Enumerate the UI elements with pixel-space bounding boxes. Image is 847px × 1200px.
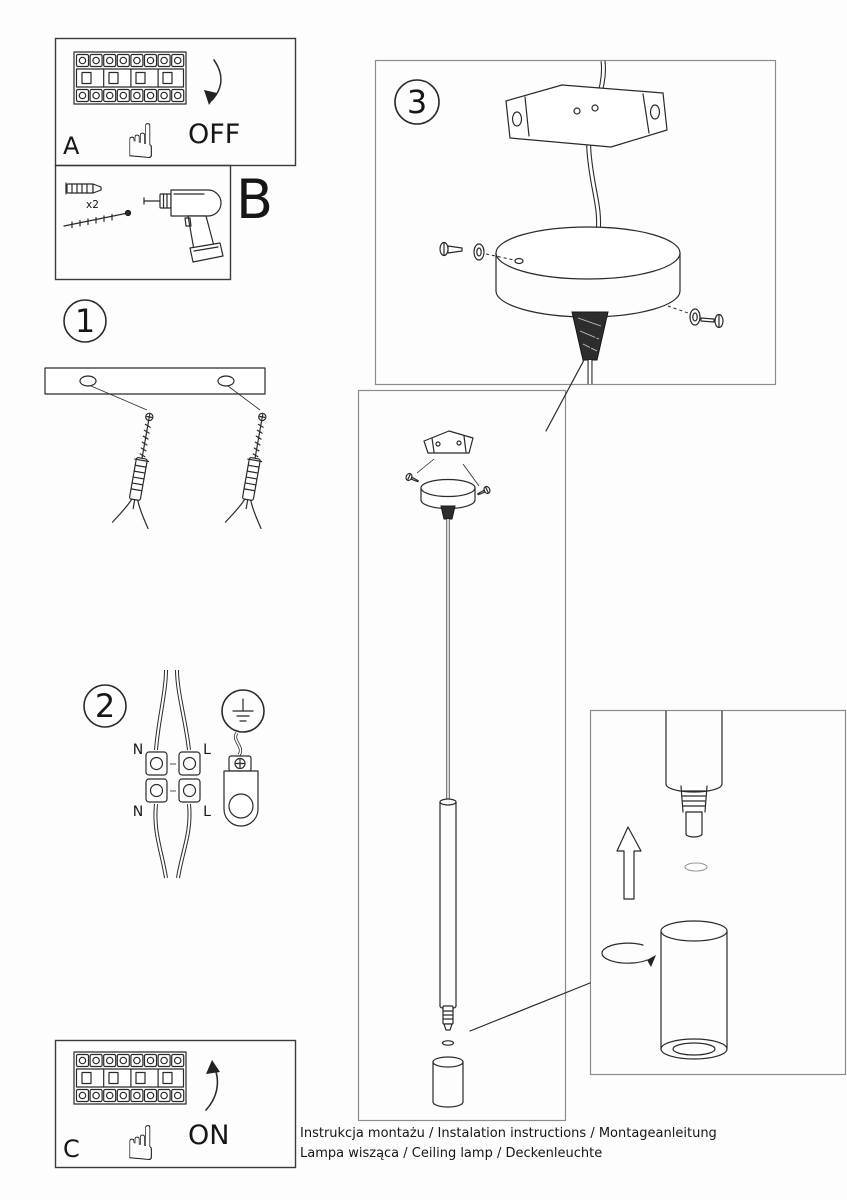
off-label: OFF bbox=[188, 119, 240, 150]
callout-line-canopy bbox=[545, 316, 608, 432]
footer: Instrukcja montażu / Instalation instruc… bbox=[300, 1126, 717, 1161]
canopy-mini-illustration bbox=[420, 478, 476, 520]
ring-detail-illustration bbox=[684, 862, 708, 872]
retaining-ring-illustration bbox=[441, 1040, 455, 1046]
right-screw-washer-illustration bbox=[667, 305, 724, 329]
up-arrow-icon bbox=[616, 826, 642, 900]
quantity-label: x2 bbox=[86, 199, 99, 211]
panel-b-border bbox=[54, 164, 232, 281]
left-screw-washer-illustration bbox=[439, 241, 515, 261]
on-arrow-icon bbox=[205, 1060, 220, 1111]
hand-icon: ☝ bbox=[126, 1116, 155, 1172]
terminal-label-n-bottom: N bbox=[133, 804, 143, 820]
supply-wires-illustration bbox=[154, 669, 191, 751]
step-2: 2 N L N L bbox=[83, 669, 265, 879]
wall-anchor-illustration bbox=[224, 409, 282, 529]
terminal-block-illustration bbox=[145, 751, 201, 803]
step-3-border bbox=[374, 59, 777, 386]
off-arrow-icon bbox=[204, 59, 222, 105]
step-3: 3 bbox=[374, 59, 777, 386]
step-3-badge: 3 bbox=[394, 79, 440, 125]
mounting-bracket-illustration bbox=[505, 84, 668, 148]
step-2-badge: 2 bbox=[83, 684, 127, 728]
strain-relief-cone-illustration bbox=[571, 311, 609, 384]
callout-line-shade bbox=[469, 982, 591, 1032]
small-screw-illustration bbox=[475, 484, 492, 499]
panel-b-label: B bbox=[236, 168, 273, 231]
canopy-illustration bbox=[495, 226, 681, 318]
panel-a: ☝ OFF A bbox=[54, 37, 297, 170]
earth-terminal-illustration bbox=[223, 731, 259, 827]
terminal-label-n-top: N bbox=[133, 742, 143, 758]
terminal-label-l-top: L bbox=[203, 742, 211, 758]
earth-symbol-icon bbox=[221, 689, 265, 733]
pendant-tube-illustration bbox=[439, 798, 457, 1031]
detail-border bbox=[589, 709, 847, 1076]
panel-b: x2 B bbox=[54, 164, 273, 281]
panel-c: ☝ ON C bbox=[54, 1039, 297, 1172]
lamp-wires-illustration bbox=[153, 803, 192, 879]
panel-c-border bbox=[54, 1039, 297, 1169]
step-1-number: 1 bbox=[75, 302, 95, 340]
step-2-number: 2 bbox=[95, 687, 115, 725]
footer-line-1: Instrukcja montażu / Instalation instruc… bbox=[300, 1126, 717, 1141]
circuit-breaker-illustration bbox=[74, 1052, 186, 1104]
step-3-number: 3 bbox=[407, 83, 427, 121]
tube-end-illustration bbox=[665, 710, 723, 838]
small-screw-illustration bbox=[404, 471, 421, 486]
hand-icon: ☝ bbox=[126, 114, 155, 170]
circuit-breaker-illustration bbox=[74, 52, 186, 104]
screw-illustration bbox=[63, 209, 132, 229]
shade-cylinder-illustration bbox=[660, 920, 728, 1060]
bracket-mini-illustration bbox=[423, 430, 474, 454]
rotate-arrow-icon bbox=[601, 942, 656, 967]
pendant-border bbox=[357, 389, 567, 1122]
step-1: 1 bbox=[44, 299, 282, 529]
footer-line-2: Lampa wisząca / Ceiling lamp / Deckenleu… bbox=[300, 1146, 602, 1161]
mounting-bar-illustration bbox=[44, 367, 266, 411]
on-label: ON bbox=[188, 1120, 229, 1151]
drill-illustration bbox=[143, 189, 224, 263]
terminal-label-l-bottom: L bbox=[203, 804, 211, 820]
shade-detail bbox=[589, 709, 847, 1076]
panel-a-label: A bbox=[63, 132, 80, 160]
screw-leader-line bbox=[416, 458, 435, 474]
shade-cylinder-mini-illustration bbox=[432, 1056, 464, 1108]
wall-plug-illustration bbox=[65, 182, 102, 195]
screw-leader-line bbox=[462, 463, 480, 487]
step-1-badge: 1 bbox=[63, 299, 107, 343]
pendant-assembly bbox=[357, 389, 567, 1122]
panel-c-label: C bbox=[63, 1135, 80, 1163]
wall-anchor-illustration bbox=[111, 409, 169, 529]
